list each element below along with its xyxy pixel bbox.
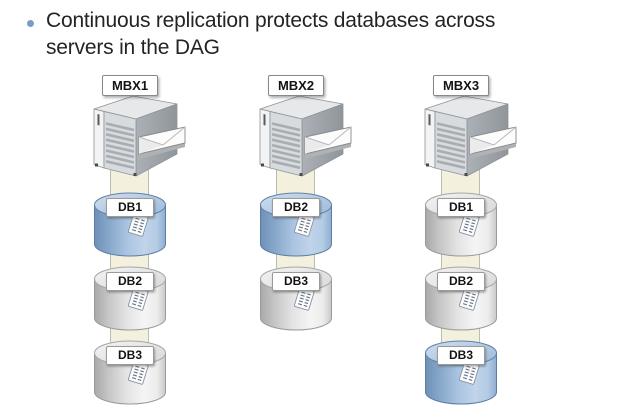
database-label: DB2	[272, 198, 320, 217]
database-label: DB1	[437, 198, 485, 217]
database-cylinder: DB1	[93, 192, 167, 257]
server-name-label: MBX3	[433, 75, 489, 96]
database-label: DB3	[272, 272, 320, 291]
document-icon	[293, 286, 315, 311]
document-icon	[127, 286, 149, 311]
database-cylinder: DB1	[424, 192, 498, 257]
database-label: DB3	[106, 346, 154, 365]
slide-title: Continuous replication protects database…	[46, 7, 606, 61]
server-column-mbx1: MBX1	[40, 75, 220, 415]
drive-slot-icon	[97, 114, 100, 126]
bullet-icon	[27, 20, 34, 27]
server-foot-icon	[299, 173, 303, 176]
server-name-label: MBX2	[268, 75, 324, 96]
server-column-mbx2: MBX2	[206, 75, 386, 415]
server-name-label: MBX1	[102, 75, 158, 96]
database-cylinder: DB2	[259, 192, 333, 257]
database-label: DB2	[437, 272, 485, 291]
server-foot-icon	[464, 173, 468, 176]
vent-slats-icon	[436, 122, 466, 170]
database-cylinder: DB3	[259, 266, 333, 331]
title-line-1: Continuous replication protects database…	[46, 9, 496, 32]
database-cylinder: DB2	[93, 266, 167, 331]
envelope-icon	[469, 126, 517, 159]
server-foot-icon	[133, 173, 137, 176]
title-line-2: servers in the DAG	[46, 36, 220, 59]
drive-slot-icon	[263, 114, 266, 126]
database-cylinder: DB3	[93, 340, 167, 405]
drive-slot-icon	[428, 114, 431, 126]
database-cylinder: DB3	[424, 340, 498, 405]
database-cylinder: DB2	[424, 266, 498, 331]
server-foot-icon	[95, 163, 98, 167]
envelope-icon	[304, 126, 352, 159]
document-icon	[127, 360, 149, 385]
server-foot-icon	[261, 163, 264, 167]
server-column-mbx3: MBX3	[371, 75, 551, 415]
server-foot-icon	[426, 163, 429, 167]
database-label: DB3	[437, 346, 485, 365]
envelope-icon	[138, 126, 186, 159]
mailbox-server-icon	[424, 95, 517, 177]
document-icon	[458, 212, 480, 237]
document-icon	[458, 286, 480, 311]
database-label: DB2	[106, 272, 154, 291]
mailbox-server-icon	[259, 95, 352, 177]
mailbox-server-icon	[93, 95, 186, 177]
document-icon	[293, 212, 315, 237]
database-label: DB1	[106, 198, 154, 217]
vent-slats-icon	[271, 122, 301, 170]
vent-slats-icon	[105, 122, 135, 170]
